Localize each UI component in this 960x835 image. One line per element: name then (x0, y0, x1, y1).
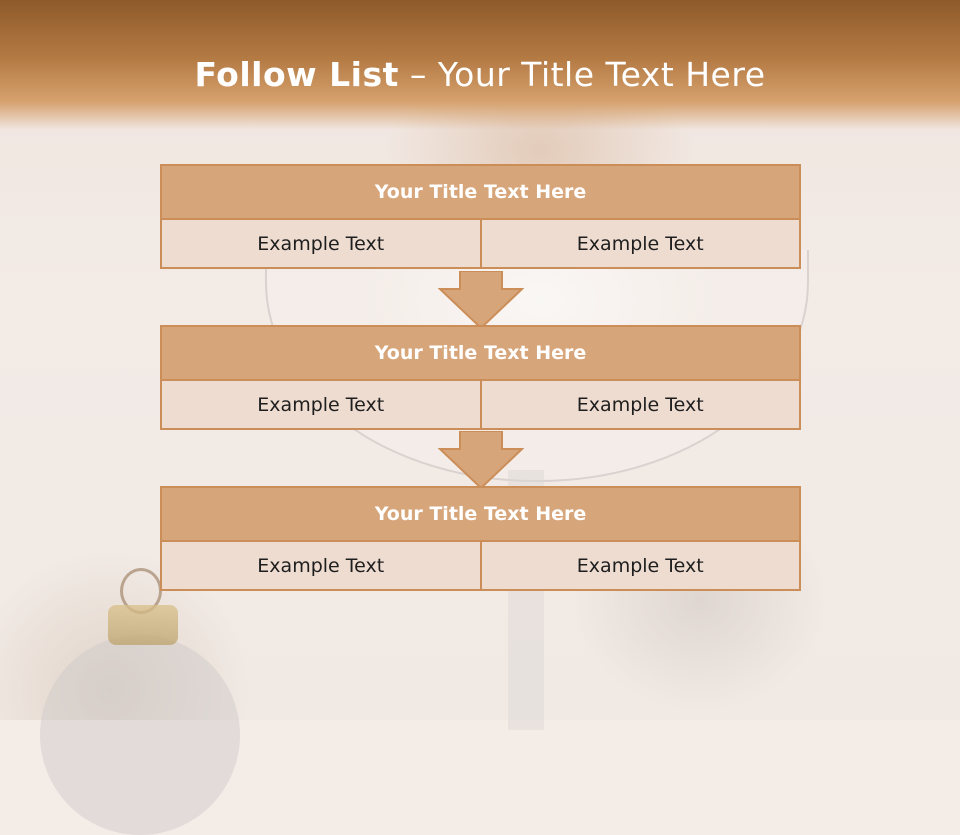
block-row: Example Text Example Text (160, 542, 801, 591)
block-cell-right[interactable]: Example Text (481, 220, 801, 269)
block-title[interactable]: Your Title Text Here (160, 486, 801, 542)
block-cell-left[interactable]: Example Text (160, 542, 482, 591)
block-title[interactable]: Your Title Text Here (160, 325, 801, 381)
slide-title: Follow List – Your Title Text Here (0, 55, 960, 94)
block-cell-right[interactable]: Example Text (481, 381, 801, 430)
list-block-2: Your Title Text Here Example Text Exampl… (160, 325, 801, 430)
block-row: Example Text Example Text (160, 381, 801, 430)
header-band (0, 0, 960, 130)
arrow-down-icon (438, 271, 524, 329)
arrow-down-icon (438, 431, 524, 489)
block-cell-right[interactable]: Example Text (481, 542, 801, 591)
block-cell-left[interactable]: Example Text (160, 220, 482, 269)
slide-title-rest: – Your Title Text Here (409, 55, 766, 94)
block-cell-left[interactable]: Example Text (160, 381, 482, 430)
list-block-1: Your Title Text Here Example Text Exampl… (160, 164, 801, 269)
ornament-ball-image (40, 635, 240, 835)
block-row: Example Text Example Text (160, 220, 801, 269)
slide-title-bold: Follow List (194, 55, 399, 94)
block-title[interactable]: Your Title Text Here (160, 164, 801, 220)
list-block-3: Your Title Text Here Example Text Exampl… (160, 486, 801, 591)
ornament-cap-image (108, 605, 178, 645)
